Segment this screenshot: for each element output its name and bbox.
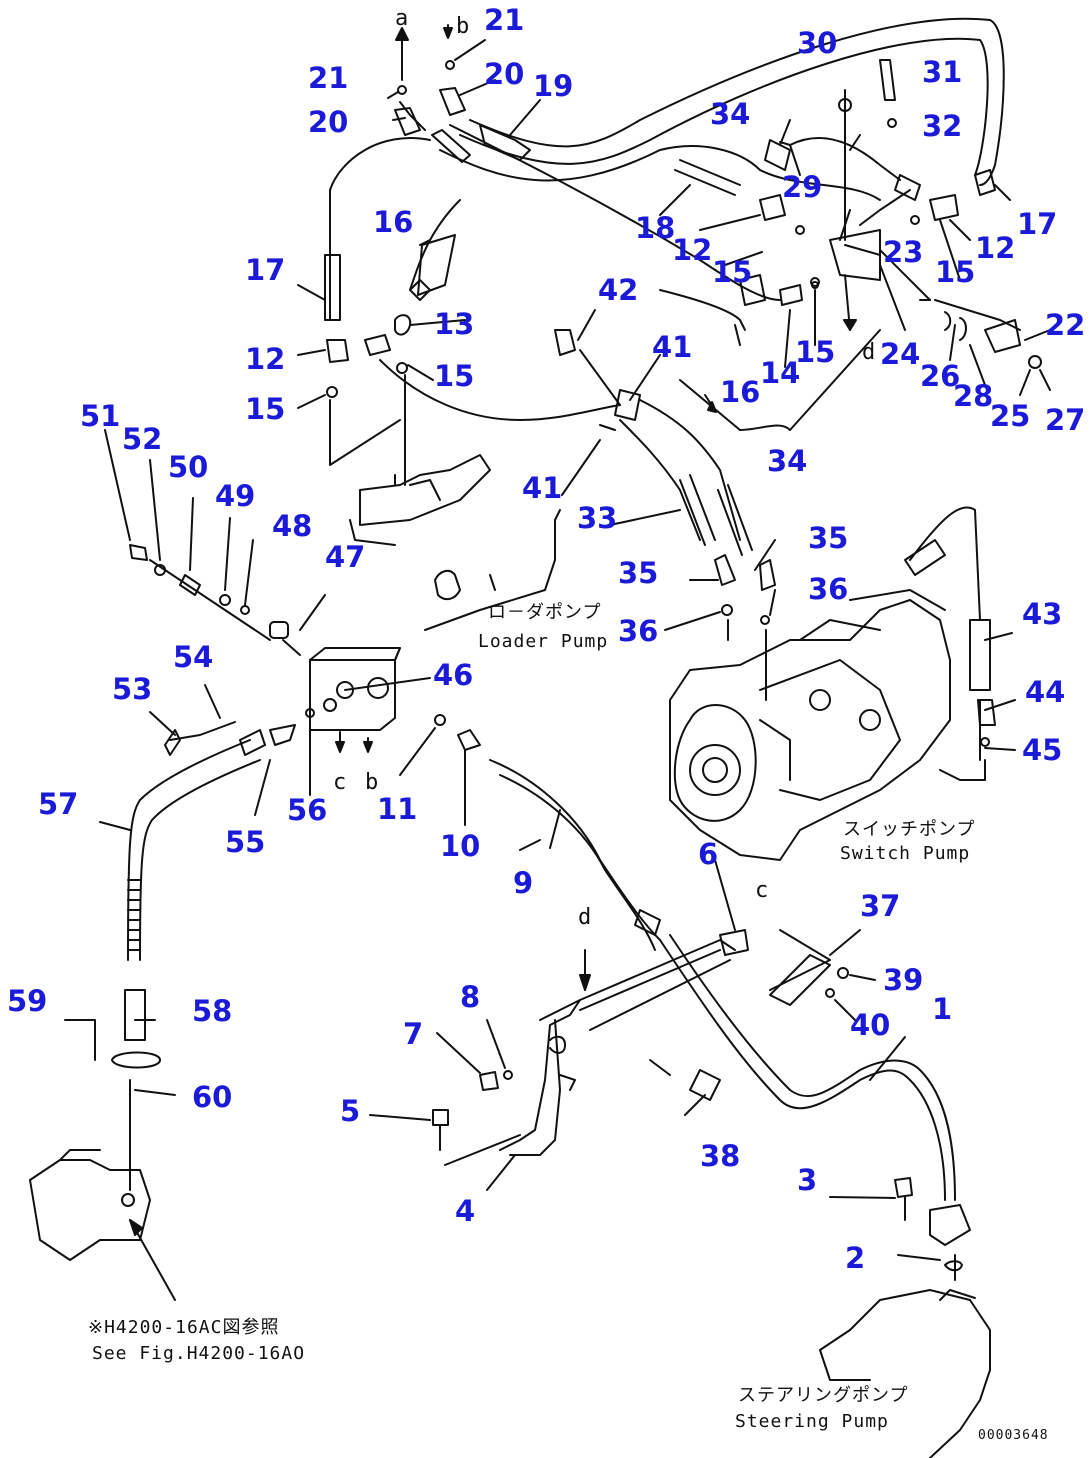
caption-switch-pump-jp: スイッチポンプ [843,819,976,840]
callout-12b: 12 [672,233,713,267]
callout-32: 32 [922,109,963,143]
callout-50: 50 [168,450,209,484]
callout-46: 46 [433,658,474,692]
callout-22: 22 [1045,308,1086,342]
callout-35b: 35 [808,521,849,555]
caption-see-fig-en: See Fig.H4200-16AO [92,1343,306,1364]
callout-25: 25 [990,399,1031,433]
ref-c-bottom: c [755,878,769,903]
callout-47: 47 [325,540,366,574]
callout-34a: 34 [710,97,751,131]
callout-28: 28 [953,379,994,413]
callout-38: 38 [700,1139,741,1173]
callout-31: 31 [922,55,963,89]
callout-7: 7 [403,1017,424,1051]
callout-41a: 41 [652,330,693,364]
caption-steering-pump-jp: ステアリングポンプ [738,1385,909,1406]
callout-12a: 12 [245,342,286,376]
callout-57: 57 [38,787,79,821]
callout-15a: 15 [245,392,286,426]
callout-36b: 36 [808,572,849,606]
callout-33: 33 [577,501,618,535]
callout-60: 60 [192,1080,233,1114]
callout-34b: 34 [767,444,808,478]
callout-41b: 41 [522,471,563,505]
callout-19: 19 [533,69,574,103]
callout-39: 39 [883,963,924,997]
callout-21b: 21 [484,3,525,37]
callout-23: 23 [883,235,924,269]
callout-56: 56 [287,793,328,827]
callout-14: 14 [760,356,801,390]
callout-53: 53 [112,672,153,706]
callout-13: 13 [434,307,475,341]
ref-b-mid: b [365,770,379,795]
callout-54: 54 [173,640,214,674]
caption-switch-pump-en: Switch Pump [840,843,971,864]
callout-36a: 36 [618,614,659,648]
ref-d-bottom: d [578,905,592,930]
callout-12c: 12 [975,231,1016,265]
ref-c-mid: c [333,770,347,795]
callout-2: 2 [845,1241,866,1275]
callout-51: 51 [80,399,121,433]
callout-18: 18 [635,211,676,245]
callout-20b: 20 [484,57,525,91]
callout-37: 37 [860,889,901,923]
callout-20a: 20 [308,105,349,139]
callout-26: 26 [920,359,961,393]
caption-loader-pump-jp: ロ－ダポンプ [488,602,602,623]
document-id: 00003648 [978,1428,1049,1443]
callout-55: 55 [225,825,266,859]
callout-59: 59 [7,984,48,1018]
callout-10: 10 [440,829,481,863]
caption-see-fig-jp: ※H4200-16AC図参照 [88,1317,280,1338]
callout-42: 42 [598,273,639,307]
callout-35a: 35 [618,556,659,590]
callout-15e: 15 [935,255,976,289]
callout-48: 48 [272,509,313,543]
callout-30: 30 [797,26,838,60]
callout-49: 49 [215,479,256,513]
callout-24: 24 [880,337,921,371]
callout-9: 9 [513,866,534,900]
ref-b-top: b [456,14,470,39]
callout-44: 44 [1025,675,1066,709]
callout-17b: 17 [1017,207,1058,241]
callout-15c: 15 [795,335,836,369]
callout-17a: 17 [245,253,286,287]
callout-45: 45 [1022,733,1063,767]
callout-52: 52 [122,422,163,456]
callout-40: 40 [850,1008,891,1042]
ref-d-top: d [862,340,876,365]
callout-43: 43 [1022,597,1063,631]
callout-21a: 21 [308,61,349,95]
ref-a: a [395,6,409,31]
caption-steering-pump-en: Steering Pump [735,1411,889,1432]
callout-4: 4 [455,1194,476,1228]
callout-16a: 16 [373,205,414,239]
callout-15d: 15 [712,255,753,289]
caption-loader-pump-en: Loader Pump [478,631,609,652]
callout-16b: 16 [720,375,761,409]
callout-8: 8 [460,980,481,1014]
callout-5: 5 [340,1094,361,1128]
callout-58: 58 [192,994,233,1028]
callout-15b: 15 [434,359,475,393]
callout-27: 27 [1045,403,1086,437]
callout-29: 29 [782,170,823,204]
callout-1: 1 [932,992,953,1026]
callout-6: 6 [698,837,719,871]
callout-3: 3 [797,1163,818,1197]
callout-11: 11 [377,792,418,826]
